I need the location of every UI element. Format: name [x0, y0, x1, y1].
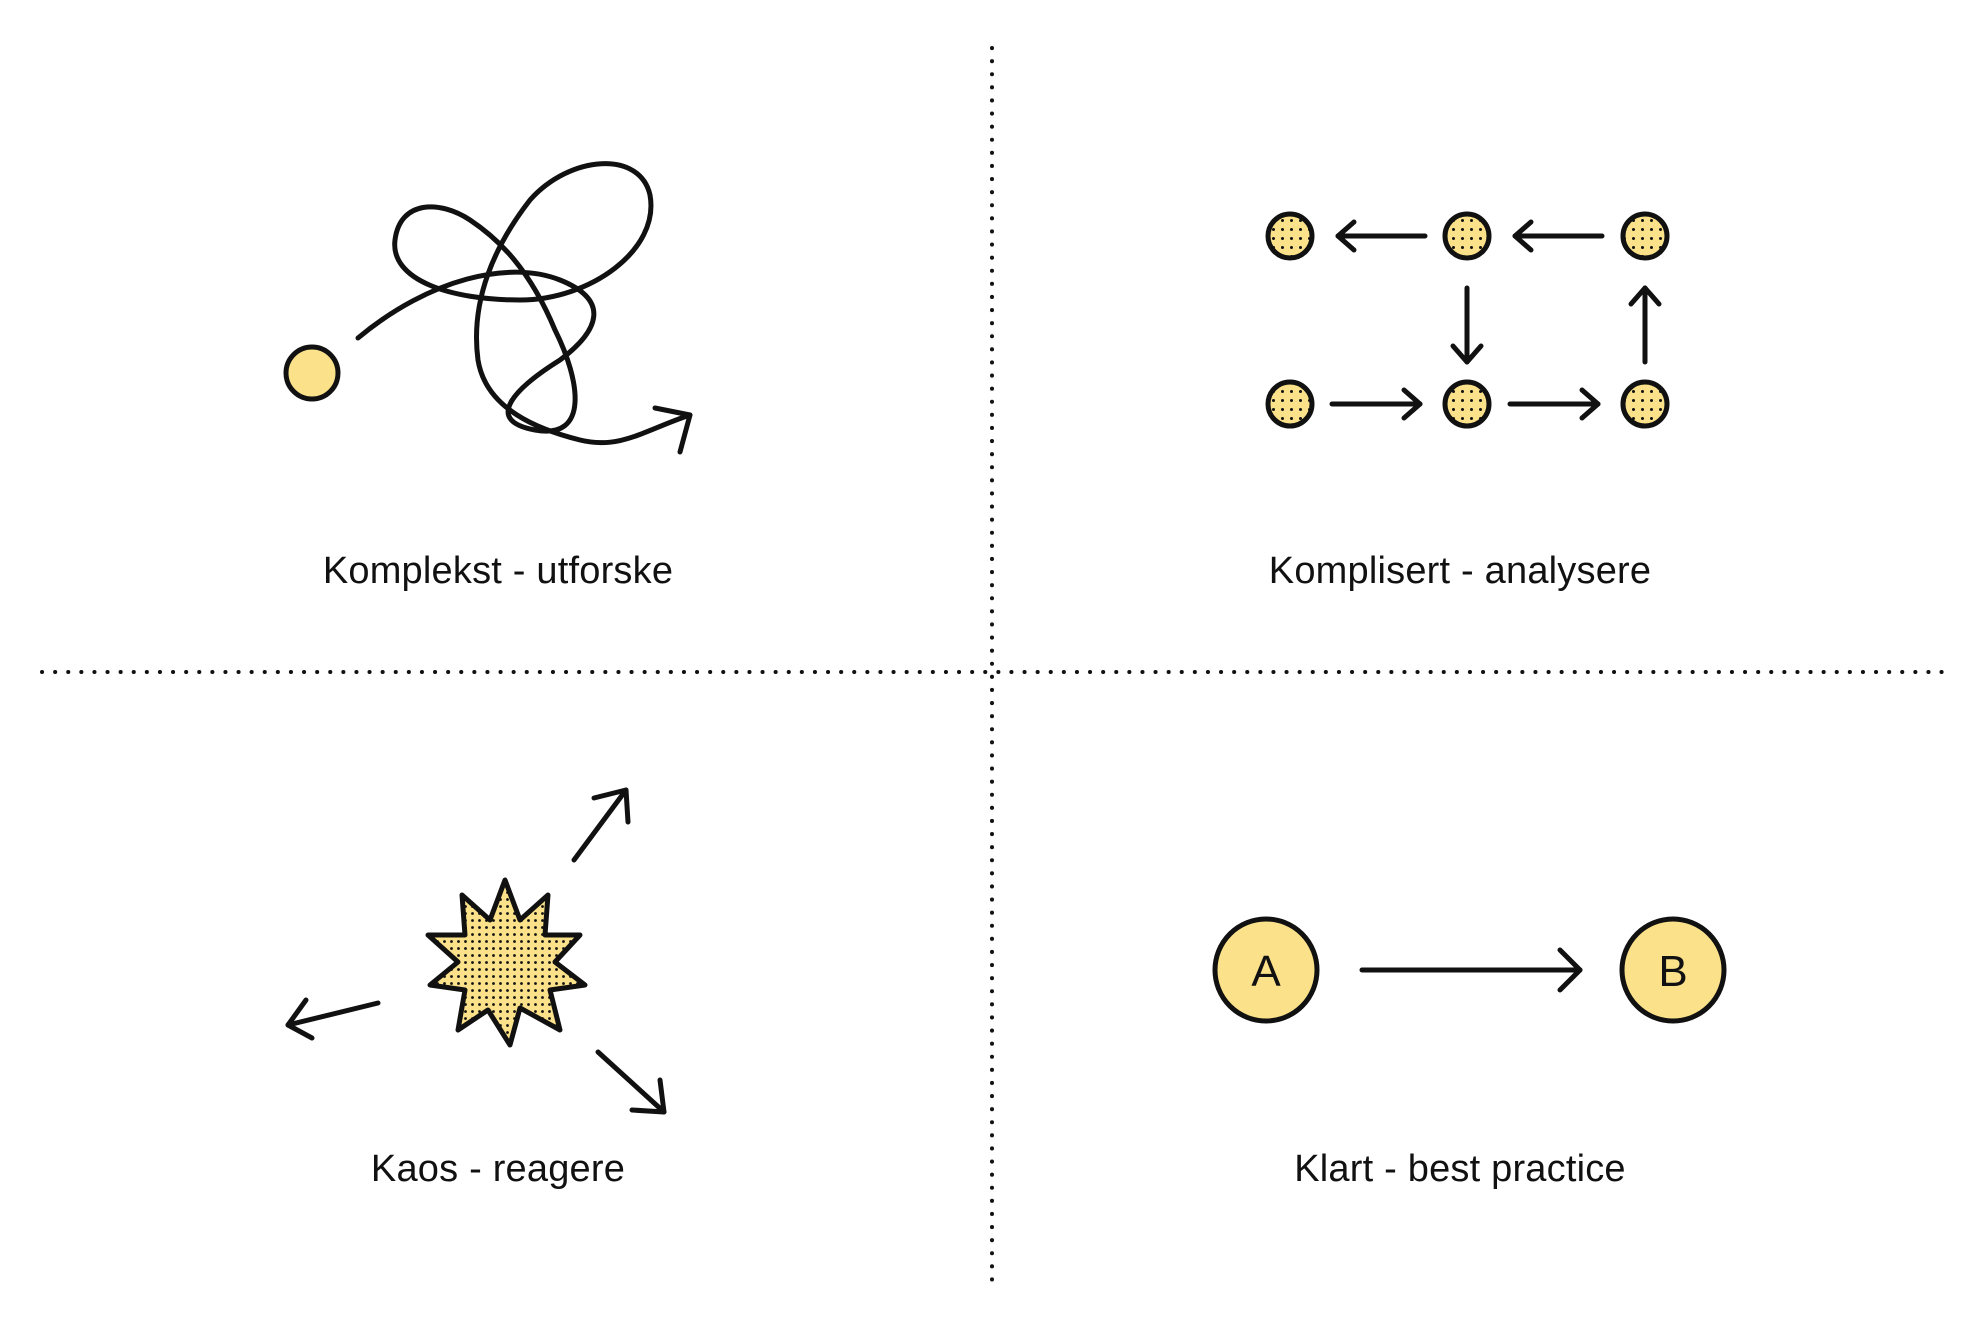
complicated-nodes: [1265, 211, 1670, 429]
arrow-left-icon: [285, 1000, 381, 1028]
node-dot-icon: [1442, 211, 1492, 261]
quadrant-label-complex: Komplekst - utforske: [322, 550, 674, 592]
node-b-label: B: [1658, 947, 1687, 996]
start-dot-icon: [283, 344, 341, 402]
node-dot-icon: [1620, 211, 1670, 261]
complex-tangle-icon: [355, 161, 693, 455]
clear-path-icon: A B: [1212, 916, 1727, 1024]
complicated-grid-icon: [1329, 219, 1662, 421]
node-b-circle: [1619, 916, 1727, 1024]
node-dot-icon: [1620, 379, 1670, 429]
node-dot-icon: [1265, 379, 1315, 429]
quadrant-label-chaos: Kaos - reagere: [370, 1148, 626, 1190]
node-dot-icon: [1265, 211, 1315, 261]
chaos-burst-icon: [425, 877, 588, 1048]
arrow-down-right-icon: [595, 1049, 667, 1115]
quadrant-label-complicated: Komplisert - analysere: [1268, 550, 1652, 592]
quadrant-label-clear: Klart - best practice: [1294, 1148, 1626, 1190]
node-a-label: A: [1251, 947, 1281, 996]
node-dot-icon: [1442, 379, 1492, 429]
chaos-arrows: [285, 787, 667, 1115]
arrow-up-right-icon: [571, 787, 629, 863]
node-a-circle: [1212, 916, 1320, 1024]
